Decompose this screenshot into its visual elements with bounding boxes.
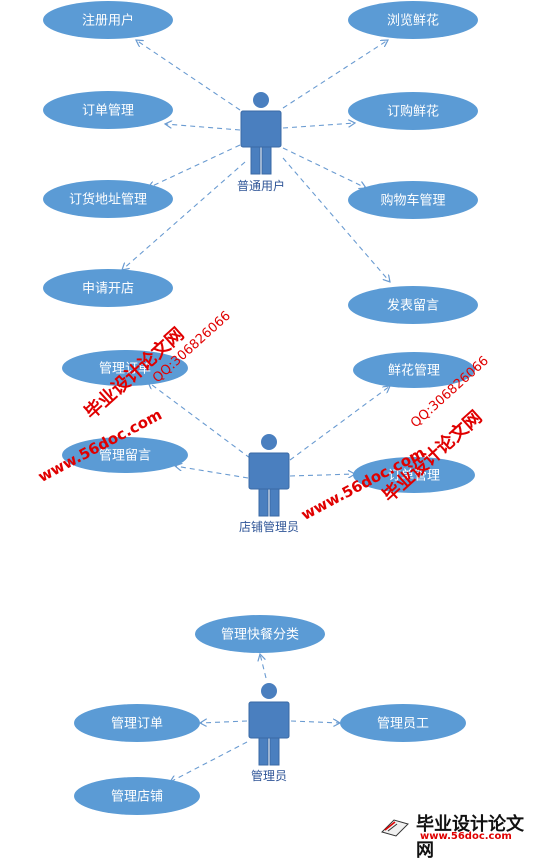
use-case-ellipse (43, 91, 173, 129)
actor-user: 普通用户 (237, 92, 285, 193)
dependency-arrow (260, 654, 267, 679)
actor-label: 店铺管理员 (239, 519, 299, 534)
dependency-arrow (282, 157, 390, 282)
use-case-label: 管理员工 (377, 717, 429, 732)
use-case-label: 管理快餐分类 (221, 627, 299, 643)
use-case-label: 管理订单 (111, 717, 163, 732)
actor-body (240, 110, 282, 148)
dependency-arrow (282, 147, 366, 188)
use-case-label: 申请开店 (82, 282, 134, 297)
use-case-ellipse (74, 777, 200, 815)
use-case-label: 订购鲜花 (387, 104, 439, 120)
use-case-ellipse (43, 269, 173, 307)
actor-label: 普通用户 (237, 178, 285, 193)
use-case-a4: 管理店铺 (74, 777, 200, 815)
actor-head (261, 683, 277, 699)
dependency-arrow (122, 161, 246, 270)
use-case-u4: 申请开店 (43, 269, 173, 307)
actor-leg (250, 146, 261, 175)
actor-head (253, 92, 269, 108)
use-case-u8: 发表留言 (348, 286, 478, 324)
use-case-ellipse (62, 437, 188, 473)
use-case-ellipse (353, 457, 475, 493)
use-case-ellipse (348, 92, 478, 130)
actor-admin: 管理员 (248, 683, 290, 783)
dependency-arrow (289, 386, 390, 461)
use-case-label: 购物车管理 (380, 193, 445, 209)
dependency-arrow (136, 40, 241, 111)
use-case-label: 订单管理 (82, 104, 134, 119)
actor-leg (261, 146, 272, 175)
use-case-u2: 订单管理 (43, 91, 173, 129)
use-case-group: 注册用户订单管理订货地址管理申请开店浏览鲜花订购鲜花购物车管理发表留言管理订单管… (43, 1, 478, 815)
use-case-s4: 订单管理 (353, 457, 475, 493)
use-case-u1: 注册用户 (43, 1, 173, 39)
actor-leg (258, 488, 269, 517)
use-case-label: 管理留言 (99, 449, 151, 464)
dependency-arrow (148, 382, 251, 459)
use-case-label: 订单管理 (388, 469, 440, 484)
dependency-arrow (200, 721, 248, 723)
use-case-label: 管理订单 (99, 362, 151, 377)
use-case-a3: 管理员工 (340, 704, 466, 742)
use-case-label: 订货地址管理 (69, 192, 147, 208)
use-case-u7: 购物车管理 (348, 181, 478, 219)
use-case-label: 鲜花管理 (388, 363, 440, 379)
use-case-ellipse (348, 181, 478, 219)
use-case-ellipse (340, 704, 466, 742)
actor-body (248, 452, 290, 490)
use-case-label: 管理店铺 (111, 790, 163, 805)
use-case-label: 发表留言 (387, 298, 439, 314)
footer-brand: 毕业设计论文网 www.56doc.com (380, 808, 540, 861)
use-case-u3: 订货地址管理 (43, 180, 173, 218)
dependency-arrow (165, 124, 241, 131)
dependency-arrow (282, 40, 388, 109)
connectors (122, 40, 390, 782)
dependency-arrow (148, 144, 241, 188)
actor-leg (269, 737, 280, 766)
use-case-ellipse (348, 1, 478, 39)
dependency-arrow (290, 721, 340, 723)
use-case-ellipse (74, 704, 200, 742)
actor-body (248, 701, 290, 739)
actor-store: 店铺管理员 (239, 434, 299, 534)
use-case-s2: 管理留言 (62, 437, 188, 473)
use-case-label: 浏览鲜花 (387, 13, 439, 29)
use-case-ellipse (353, 352, 475, 388)
use-case-label: 注册用户 (82, 13, 134, 29)
actor-head (261, 434, 277, 450)
dependency-arrow (289, 474, 355, 476)
use-case-s3: 鲜花管理 (353, 352, 475, 388)
actor-leg (258, 737, 269, 766)
book-logo-icon (381, 819, 409, 837)
use-case-s1: 管理订单 (62, 350, 188, 386)
use-case-u6: 订购鲜花 (348, 92, 478, 130)
use-case-a1: 管理快餐分类 (195, 615, 325, 653)
dependency-arrow (282, 123, 355, 129)
use-case-ellipse (43, 1, 173, 39)
use-case-ellipse (62, 350, 188, 386)
actor-leg (269, 488, 280, 517)
dependency-arrow (170, 741, 248, 782)
use-case-ellipse (195, 615, 325, 653)
actor-label: 管理员 (251, 768, 287, 783)
dependency-arrow (175, 466, 249, 479)
use-case-u5: 浏览鲜花 (348, 1, 478, 39)
use-case-ellipse (43, 180, 173, 218)
use-case-ellipse (348, 286, 478, 324)
use-case-a2: 管理订单 (74, 704, 200, 742)
footer-url: www.56doc.com (420, 831, 512, 842)
